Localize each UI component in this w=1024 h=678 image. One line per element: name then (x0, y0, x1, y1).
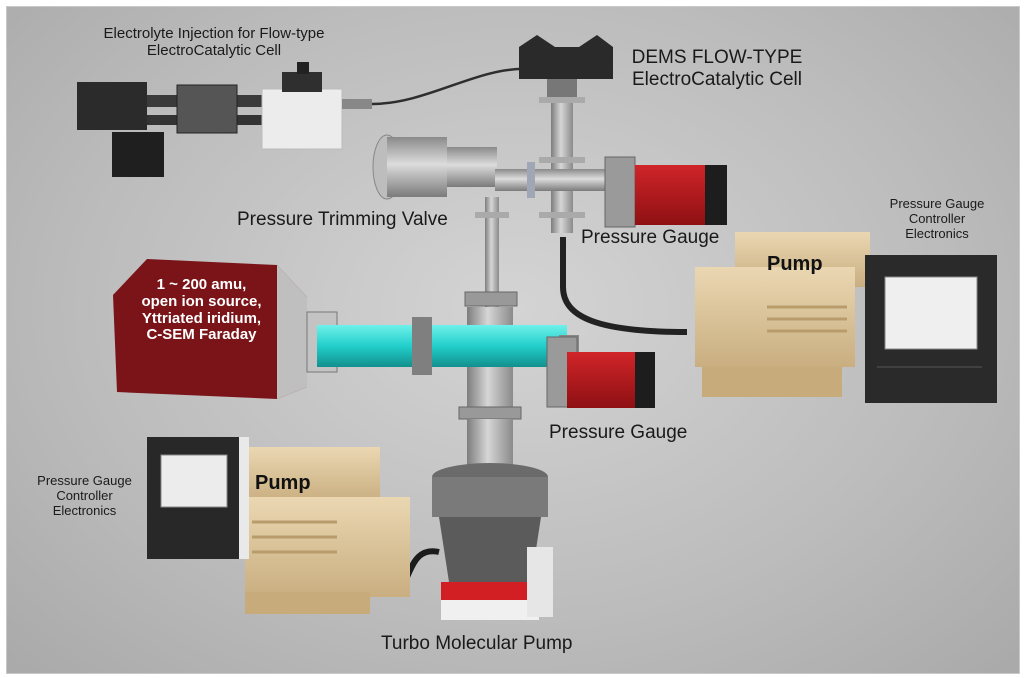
label-gcr-line1: Pressure Gauge (889, 196, 985, 211)
label-electrolyte-line2: ElectroCatalytic Cell (146, 42, 282, 60)
turbo-pump (404, 463, 553, 620)
mass-spec-specs: 1 ~ 200 amu, open ion source, Yttriated … (119, 276, 284, 344)
ms-spec-line1: 1 ~ 200 amu, (156, 276, 247, 293)
label-pressure-gauge-upper: Pressure Gauge (581, 227, 720, 248)
ms-spec-line2: open ion source, (141, 292, 262, 310)
label-pressure-trimming-valve: Pressure Trimming Valve (237, 209, 448, 230)
pump-left-body (245, 447, 410, 614)
label-gcl-line2: Controller (56, 487, 113, 503)
label-gcr-line3: Electronics (905, 225, 969, 241)
label-gcr-line2: Controller (908, 210, 966, 226)
syringe-pump (77, 62, 528, 177)
pump-right-body (695, 232, 870, 397)
label-gcl-line1: Pressure Gauge (37, 473, 132, 488)
label-dems-cell: DEMS FLOW-TYPE ElectroCatalytic Cell (617, 47, 817, 91)
apparatus-illustration (77, 35, 997, 620)
label-pressure-gauge-lower: Pressure Gauge (549, 422, 688, 443)
pressure-gauge-upper-body (604, 156, 727, 228)
label-pump-left: Pump (255, 472, 311, 494)
ms-spec-line4: C-SEM Faraday (146, 326, 257, 344)
label-turbo-pump: Turbo Molecular Pump (381, 633, 573, 654)
label-electrolyte-injection: Electrolyte Injection for Flow-type Elec… (79, 25, 349, 60)
label-dems-line2: ElectroCatalytic Cell (632, 68, 802, 90)
dems-cell-assembly (519, 35, 688, 335)
label-electrolyte-line1: Electrolyte Injection for Flow-type (103, 25, 325, 42)
pressure-gauge-lower-body (546, 336, 655, 408)
diagram-frame: Electrolyte Injection for Flow-type Elec… (6, 6, 1020, 674)
trimming-valve (372, 134, 615, 200)
label-gcl-line3: Electronics (52, 502, 117, 518)
ms-spec-line3: Yttriated iridium, (141, 309, 262, 327)
label-gauge-controller-right: Pressure Gauge Controller Electronics (872, 196, 1002, 242)
gauge-controller-right-body (865, 255, 997, 403)
label-dems-line1: DEMS FLOW-TYPE (631, 47, 803, 68)
label-pump-right: Pump (767, 253, 823, 275)
ion-tube (317, 317, 579, 387)
gauge-controller-left-body (147, 437, 249, 559)
label-gauge-controller-left: Pressure Gauge Controller Electronics (27, 473, 142, 519)
